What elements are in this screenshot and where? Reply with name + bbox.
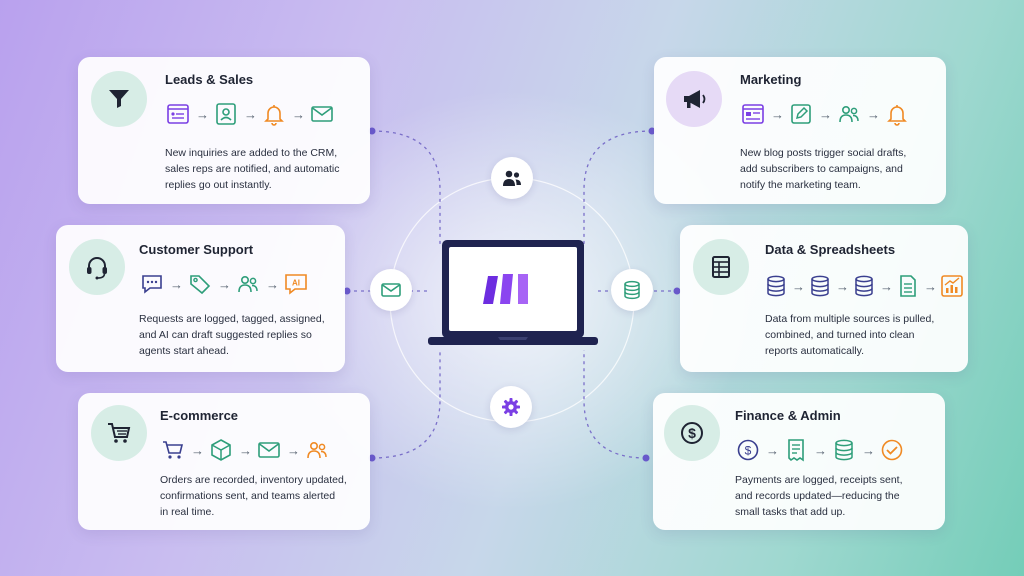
card-description: New blog posts trigger social drafts, ad… bbox=[740, 147, 907, 191]
bell-icon bbox=[884, 101, 910, 127]
hub-settings-node bbox=[490, 386, 532, 428]
card-title: Leads & Sales bbox=[165, 72, 254, 87]
arrow-icon: → bbox=[244, 106, 257, 122]
gear-icon bbox=[502, 398, 520, 416]
edit-icon bbox=[788, 101, 814, 127]
card-title: Customer Support bbox=[139, 242, 254, 257]
users-icon bbox=[235, 271, 261, 297]
document-icon bbox=[895, 273, 921, 299]
hub-users-node bbox=[491, 157, 533, 199]
ai-chat-icon: AI bbox=[283, 271, 309, 297]
arrow-icon: → bbox=[836, 278, 849, 294]
workflow-steps: → → → → bbox=[763, 273, 965, 299]
form-icon bbox=[165, 101, 191, 127]
arrow-icon: → bbox=[792, 278, 805, 294]
arrow-icon: → bbox=[766, 442, 779, 458]
team-icon bbox=[304, 437, 330, 463]
card-ecommerce: E-commerce → → → Orders are recorded, in… bbox=[78, 393, 370, 530]
database-icon bbox=[763, 273, 789, 299]
headset-icon bbox=[69, 239, 125, 295]
megaphone-icon bbox=[666, 71, 722, 127]
arrow-icon: → bbox=[239, 442, 252, 458]
card-description: Requests are logged, tagged, assigned, a… bbox=[139, 313, 325, 357]
arrow-icon: → bbox=[196, 106, 209, 122]
hub-email-node bbox=[370, 269, 412, 311]
spreadsheet-icon bbox=[693, 239, 749, 295]
database-icon bbox=[624, 280, 640, 300]
laptop-make-logo bbox=[428, 240, 598, 345]
contact-card-icon bbox=[213, 101, 239, 127]
users-icon bbox=[836, 101, 862, 127]
card-marketing: Marketing → → → New blog posts trigger s… bbox=[654, 57, 946, 204]
card-finance-admin: $ Finance & Admin $ → → → Payments are l… bbox=[653, 393, 945, 530]
chart-report-icon bbox=[939, 273, 965, 299]
card-leads-sales: Leads & Sales → → → New inquiries are ad… bbox=[78, 57, 370, 204]
chat-bubble-icon bbox=[139, 271, 165, 297]
hub-database-node bbox=[611, 269, 653, 311]
card-title: Marketing bbox=[740, 72, 802, 87]
card-title: Data & Spreadsheets bbox=[765, 242, 896, 257]
card-description: Payments are logged, receipts sent, and … bbox=[735, 474, 903, 518]
workflow-steps: $ → → → bbox=[735, 437, 905, 463]
workflow-steps: → → → bbox=[165, 101, 335, 127]
card-description: New inquiries are added to the CRM, sale… bbox=[165, 147, 340, 191]
arrow-icon: → bbox=[862, 442, 875, 458]
workflow-steps: → → → bbox=[740, 101, 910, 127]
arrow-icon: → bbox=[771, 106, 784, 122]
envelope-icon bbox=[381, 283, 401, 297]
package-icon bbox=[208, 437, 234, 463]
tag-icon bbox=[187, 271, 213, 297]
arrow-icon: → bbox=[292, 106, 305, 122]
arrow-icon: → bbox=[218, 276, 231, 292]
envelope-icon bbox=[256, 437, 282, 463]
payment-icon: $ bbox=[735, 437, 761, 463]
workflow-steps: → → → bbox=[160, 437, 330, 463]
database-icon bbox=[831, 437, 857, 463]
card-description: Orders are recorded, inventory updated, … bbox=[160, 474, 347, 518]
svg-text:AI: AI bbox=[292, 279, 300, 288]
arrow-icon: → bbox=[924, 278, 937, 294]
arrow-icon: → bbox=[287, 442, 300, 458]
card-title: Finance & Admin bbox=[735, 408, 841, 423]
bell-icon bbox=[261, 101, 287, 127]
arrow-icon: → bbox=[814, 442, 827, 458]
cart-icon bbox=[91, 405, 147, 461]
arrow-icon: → bbox=[867, 106, 880, 122]
dollar-coin-icon: $ bbox=[664, 405, 720, 461]
card-customer-support: Customer Support → → → AI Requests are l… bbox=[56, 225, 345, 372]
card-description: Data from multiple sources is pulled, co… bbox=[765, 313, 935, 357]
blog-post-icon bbox=[740, 101, 766, 127]
arrow-icon: → bbox=[819, 106, 832, 122]
svg-text:$: $ bbox=[688, 425, 696, 441]
arrow-icon: → bbox=[266, 276, 279, 292]
envelope-icon bbox=[309, 101, 335, 127]
arrow-icon: → bbox=[170, 276, 183, 292]
users-icon bbox=[503, 170, 521, 186]
arrow-icon: → bbox=[191, 442, 204, 458]
funnel-icon bbox=[91, 71, 147, 127]
receipt-icon bbox=[783, 437, 809, 463]
database-icon bbox=[851, 273, 877, 299]
database-icon bbox=[807, 273, 833, 299]
svg-text:$: $ bbox=[745, 444, 752, 458]
make-logo-icon bbox=[483, 274, 528, 304]
workflow-steps: → → → AI bbox=[139, 271, 309, 297]
cart-icon bbox=[160, 437, 186, 463]
card-data-spreadsheets: Data & Spreadsheets → → → → Data from mu… bbox=[680, 225, 968, 372]
card-title: E-commerce bbox=[160, 408, 239, 423]
arrow-icon: → bbox=[880, 278, 893, 294]
check-circle-icon bbox=[879, 437, 905, 463]
